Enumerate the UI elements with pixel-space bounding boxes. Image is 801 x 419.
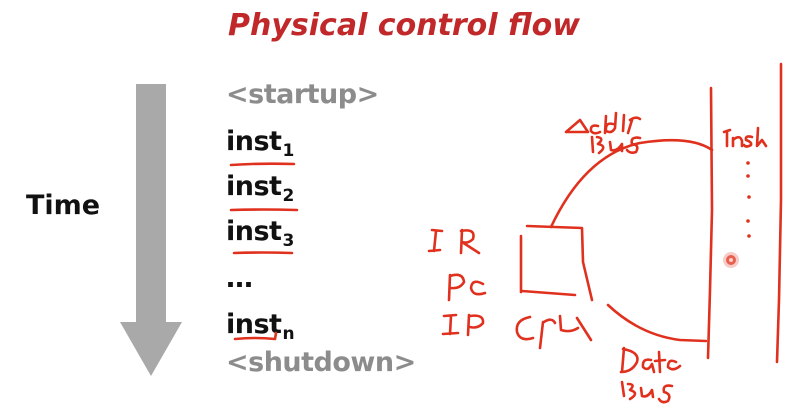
- instruction-item: inst2: [226, 171, 294, 207]
- register-label-ir: [427, 228, 444, 253]
- slide-title: Physical control flow: [228, 8, 580, 43]
- memory-right-wall: [775, 62, 783, 364]
- instruction-item: inst3: [226, 216, 294, 252]
- data-bus-line: [606, 303, 708, 343]
- register-label-ip: [441, 313, 460, 336]
- memory-ellipsis-dots: [746, 161, 751, 238]
- data-bus-label: [619, 346, 639, 374]
- instruction-item: instn: [226, 309, 295, 345]
- cpu-box-bottom: [520, 289, 577, 297]
- address-bus-label: [564, 118, 590, 134]
- address-bus-line: [549, 138, 714, 229]
- cpu-label: [515, 315, 535, 341]
- shutdown-marker: <shutdown>: [226, 347, 416, 378]
- memory-inst-label: [722, 128, 732, 148]
- startup-marker: <startup>: [226, 79, 379, 110]
- laser-pointer-icon: [723, 252, 739, 268]
- cpu-box-right: [525, 224, 594, 302]
- instruction-item: inst1: [226, 126, 294, 162]
- ellipsis: …: [226, 263, 253, 294]
- memory-left-wall: [706, 86, 714, 360]
- down-arrow-icon: [120, 84, 182, 376]
- time-axis-label: Time: [26, 190, 101, 221]
